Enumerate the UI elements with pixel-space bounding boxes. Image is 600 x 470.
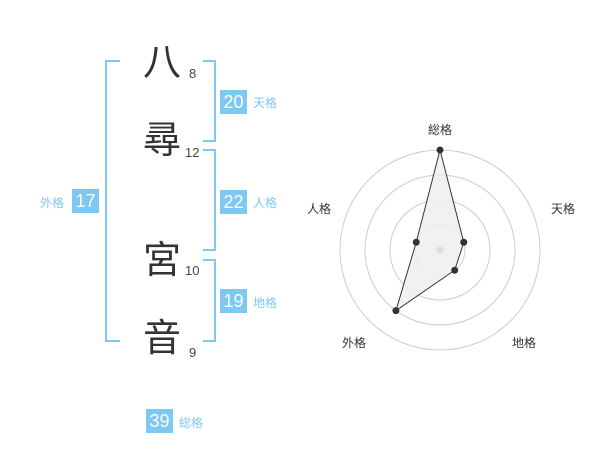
stroke-count-3: 10: [185, 263, 200, 278]
radar-point-4: [392, 307, 400, 315]
name-char-1: 八: [143, 40, 182, 84]
radar-point-5: [412, 238, 420, 246]
chikaku-bracket: [203, 259, 216, 342]
name-char-4: 音: [143, 316, 182, 360]
name-char-2: 尋: [143, 118, 182, 162]
jinkaku-bracket: [203, 149, 216, 251]
radar-point-3: [451, 266, 459, 274]
radar-series-polygon: [395, 149, 465, 312]
stroke-count-4: 9: [189, 345, 197, 360]
tenkaku-label: 天格: [253, 96, 278, 110]
tenkaku-bracket: [203, 60, 216, 142]
gaikaku-value: 17: [72, 189, 99, 213]
stroke-count-1: 8: [189, 66, 197, 81]
radar-chart: 総格 天格 地格 外格 人格: [307, 122, 575, 351]
name-char-3: 宮: [143, 238, 182, 282]
chikaku-label: 地格: [253, 296, 278, 310]
jinkaku-value: 22: [220, 190, 247, 214]
radar-axis-label-jinkaku: 人格: [307, 201, 331, 216]
jinkaku-label: 人格: [253, 196, 278, 210]
radar-axis-label-gaikaku: 外格: [342, 335, 366, 350]
radar-center-dot: [436, 246, 444, 254]
stroke-count-2: 12: [185, 145, 200, 160]
gaikaku-bracket: [105, 60, 120, 342]
radar-point-2: [460, 238, 468, 246]
gaikaku-label: 外格: [40, 196, 65, 210]
soukaku-value: 39: [146, 409, 173, 433]
radar-axis-label-chikaku: 地格: [512, 335, 536, 350]
tenkaku-value: 20: [220, 90, 247, 114]
chikaku-value: 19: [220, 289, 247, 313]
radar-axis-label-tenkaku: 天格: [551, 201, 575, 216]
radar-point-1: [436, 146, 444, 154]
soukaku-label: 総格: [179, 416, 204, 430]
radar-axis-label-soukaku: 総格: [428, 122, 452, 137]
